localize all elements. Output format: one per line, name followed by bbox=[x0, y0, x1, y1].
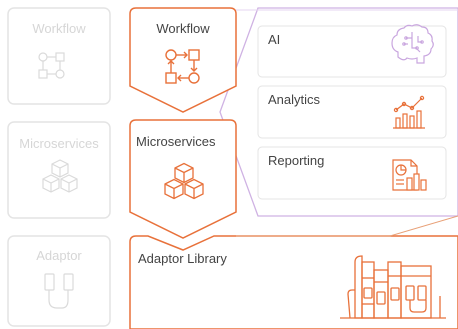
service-item-analytics-box[interactable] bbox=[257, 85, 447, 139]
brain-icon bbox=[391, 24, 434, 64]
adaptor-library-title: Adaptor Library bbox=[138, 251, 227, 266]
faded-workflow-icon bbox=[38, 52, 65, 79]
faded-usb-cable-icon bbox=[44, 273, 74, 309]
service-item-analytics-label: Analytics bbox=[268, 92, 321, 107]
faded-label-workflow: Workflow bbox=[32, 21, 86, 36]
faded-card-adaptor bbox=[7, 235, 111, 327]
active-card-microservices[interactable] bbox=[129, 119, 237, 239]
service-item-reporting-label: Reporting bbox=[268, 153, 325, 168]
service-item-ai-box[interactable] bbox=[257, 25, 447, 78]
active-card-adaptor-library[interactable] bbox=[129, 235, 458, 329]
faded-label-adaptor: Adaptor bbox=[36, 248, 82, 263]
analytics-chart-icon bbox=[393, 95, 425, 129]
faded-card-microservices bbox=[7, 121, 111, 219]
faded-card-workflow bbox=[7, 7, 111, 105]
active-card-workflow[interactable] bbox=[129, 7, 237, 113]
adaptor-library-connector bbox=[236, 215, 458, 237]
microservices-card-title: Microservices bbox=[136, 134, 216, 149]
faded-label-microservices: Microservices bbox=[19, 136, 99, 151]
library-books-icon bbox=[340, 255, 446, 319]
workflow-icon bbox=[165, 49, 200, 84]
workflow-card-title: Workflow bbox=[156, 21, 210, 36]
service-item-ai-label: AI bbox=[268, 32, 281, 47]
faded-cubes-icon bbox=[42, 159, 78, 193]
cubes-icon bbox=[164, 162, 204, 200]
report-icon bbox=[392, 159, 427, 191]
